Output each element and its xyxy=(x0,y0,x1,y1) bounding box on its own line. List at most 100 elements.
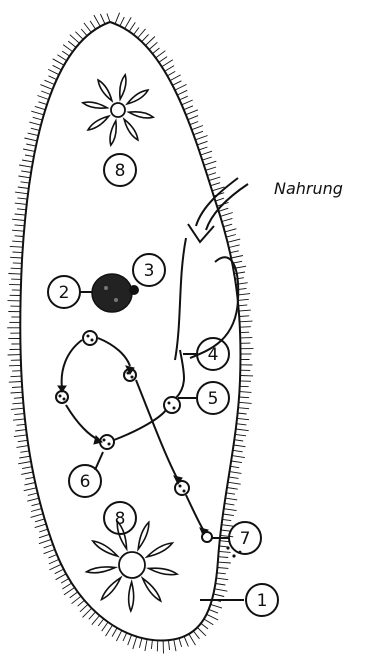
radial-canal xyxy=(143,578,161,601)
cilium xyxy=(220,213,233,217)
macronucleus xyxy=(92,274,132,312)
oral-groove xyxy=(175,238,238,360)
cilium xyxy=(10,246,23,247)
cilium xyxy=(12,241,23,242)
cilium xyxy=(39,529,48,532)
cilium xyxy=(12,387,22,388)
cilium xyxy=(29,122,41,125)
cilium xyxy=(173,81,182,86)
cilium xyxy=(207,173,216,176)
cilium xyxy=(231,256,243,259)
cilium xyxy=(49,559,59,564)
cilium xyxy=(202,157,212,160)
cilium xyxy=(100,14,105,24)
cilium xyxy=(22,467,32,469)
cilium xyxy=(90,21,96,29)
radial-canal xyxy=(87,567,116,573)
cilium xyxy=(14,414,24,415)
cilium xyxy=(235,278,244,279)
cilium xyxy=(232,456,245,458)
cilium xyxy=(192,126,203,130)
cilium xyxy=(61,579,69,584)
marker-8-top: 8 xyxy=(104,154,136,186)
cilium xyxy=(209,609,218,613)
cilium xyxy=(222,519,231,520)
cilium xyxy=(64,588,75,595)
svg-text:3: 3 xyxy=(144,261,155,281)
cilium xyxy=(115,13,120,24)
cilium xyxy=(211,604,222,608)
cilium xyxy=(62,51,69,56)
food-arrow-head xyxy=(188,224,214,242)
cilium xyxy=(55,569,64,574)
radial-canal xyxy=(98,80,112,101)
cilium xyxy=(49,555,57,558)
cilium xyxy=(201,151,212,155)
cilium xyxy=(156,51,166,58)
cilium xyxy=(184,636,188,646)
cilium xyxy=(21,472,33,474)
cilium xyxy=(197,628,206,636)
cilium xyxy=(151,640,152,649)
cilium xyxy=(223,224,232,227)
cilium xyxy=(217,573,226,574)
cilium xyxy=(179,638,182,647)
cilium xyxy=(20,451,29,452)
svg-text:7: 7 xyxy=(240,529,251,549)
cilium xyxy=(18,187,29,189)
cilium xyxy=(17,198,27,199)
cilium xyxy=(220,535,233,536)
cilium xyxy=(184,106,193,110)
vacuole-contents xyxy=(59,335,242,558)
cilium xyxy=(145,639,147,651)
cilium xyxy=(28,133,39,136)
cilium xyxy=(49,76,57,80)
cilium xyxy=(31,509,42,512)
cilium xyxy=(81,29,87,36)
cilium xyxy=(182,100,193,105)
cilium xyxy=(199,147,208,150)
cilium xyxy=(235,434,246,435)
cilium xyxy=(193,631,199,639)
marker-4: 4 xyxy=(197,338,229,370)
cilium xyxy=(206,167,217,170)
cilium xyxy=(224,509,237,511)
marker-3: 3 xyxy=(133,254,165,286)
cilium xyxy=(216,578,228,580)
cilium xyxy=(159,57,167,63)
marker-2: 2 xyxy=(48,276,80,308)
cilium xyxy=(238,299,249,300)
cilium xyxy=(175,84,187,90)
marker-8-bottom: 8 xyxy=(104,502,136,534)
cilium xyxy=(165,66,174,72)
cilium xyxy=(230,466,239,467)
svg-text:8: 8 xyxy=(115,509,126,529)
food-vacuole xyxy=(83,331,97,345)
svg-text:2: 2 xyxy=(59,283,70,303)
radial-canal xyxy=(88,116,109,130)
cilium xyxy=(31,514,43,518)
cilium xyxy=(15,225,25,226)
cilium xyxy=(133,637,137,649)
cilium xyxy=(75,32,83,40)
marker-7: 7 xyxy=(229,522,261,554)
svg-text:5: 5 xyxy=(208,389,219,409)
cilium xyxy=(230,472,242,474)
cilium xyxy=(44,550,55,554)
contractile-vacuole-top xyxy=(83,75,154,146)
radial-canal xyxy=(83,102,108,108)
cilium xyxy=(217,568,228,569)
cilium xyxy=(80,604,88,612)
cilium xyxy=(146,37,155,46)
cilium xyxy=(239,392,251,393)
cilium xyxy=(21,171,31,173)
cilium xyxy=(218,557,228,558)
cilium xyxy=(89,612,96,619)
cilium xyxy=(228,239,241,242)
cilium xyxy=(239,397,249,398)
cilium xyxy=(53,65,62,70)
cilium xyxy=(33,117,43,120)
cilium xyxy=(107,14,110,23)
cilium xyxy=(24,488,37,491)
cilium xyxy=(234,440,243,441)
